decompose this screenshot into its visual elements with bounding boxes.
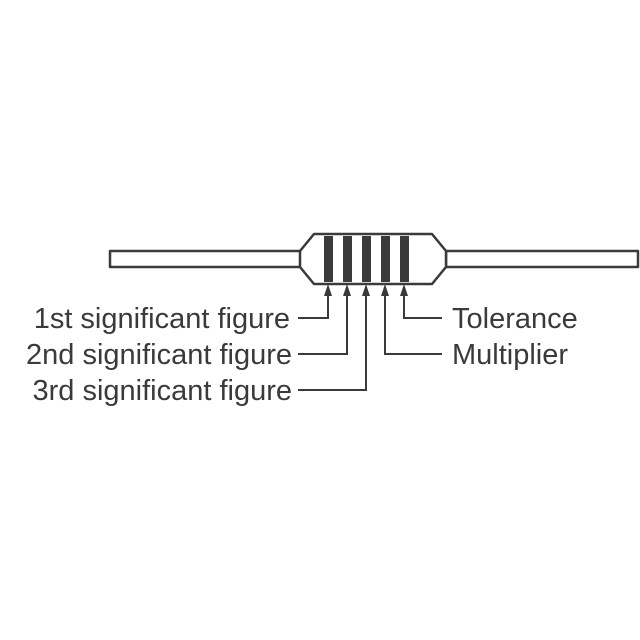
label-first-significant-figure: 1st significant figure	[34, 303, 290, 335]
band-tolerance	[400, 236, 409, 282]
left-lead-wire	[108, 249, 304, 269]
label-multiplier: Multiplier	[452, 339, 568, 371]
arrowhead-multiplier	[381, 284, 389, 296]
arrowhead-second-significant-figure	[343, 284, 351, 296]
leader-multiplier	[384, 294, 442, 355]
band-first-significant-figure	[324, 236, 333, 282]
right-lead-wire	[444, 249, 640, 269]
leader-tolerance	[403, 294, 442, 319]
label-second-significant-figure: 2nd significant figure	[26, 339, 292, 371]
band-multiplier	[381, 236, 390, 282]
leader-third-significant-figure	[298, 294, 367, 391]
arrowhead-first-significant-figure	[324, 284, 332, 296]
arrowhead-third-significant-figure	[362, 284, 370, 296]
arrowhead-tolerance	[400, 284, 408, 296]
label-tolerance: Tolerance	[452, 303, 578, 335]
band-second-significant-figure	[343, 236, 352, 282]
band-third-significant-figure	[362, 236, 371, 282]
leader-second-significant-figure	[298, 294, 348, 355]
label-third-significant-figure: 3rd significant figure	[32, 375, 292, 407]
leader-first-significant-figure	[298, 294, 329, 319]
resistor-body	[298, 232, 448, 286]
